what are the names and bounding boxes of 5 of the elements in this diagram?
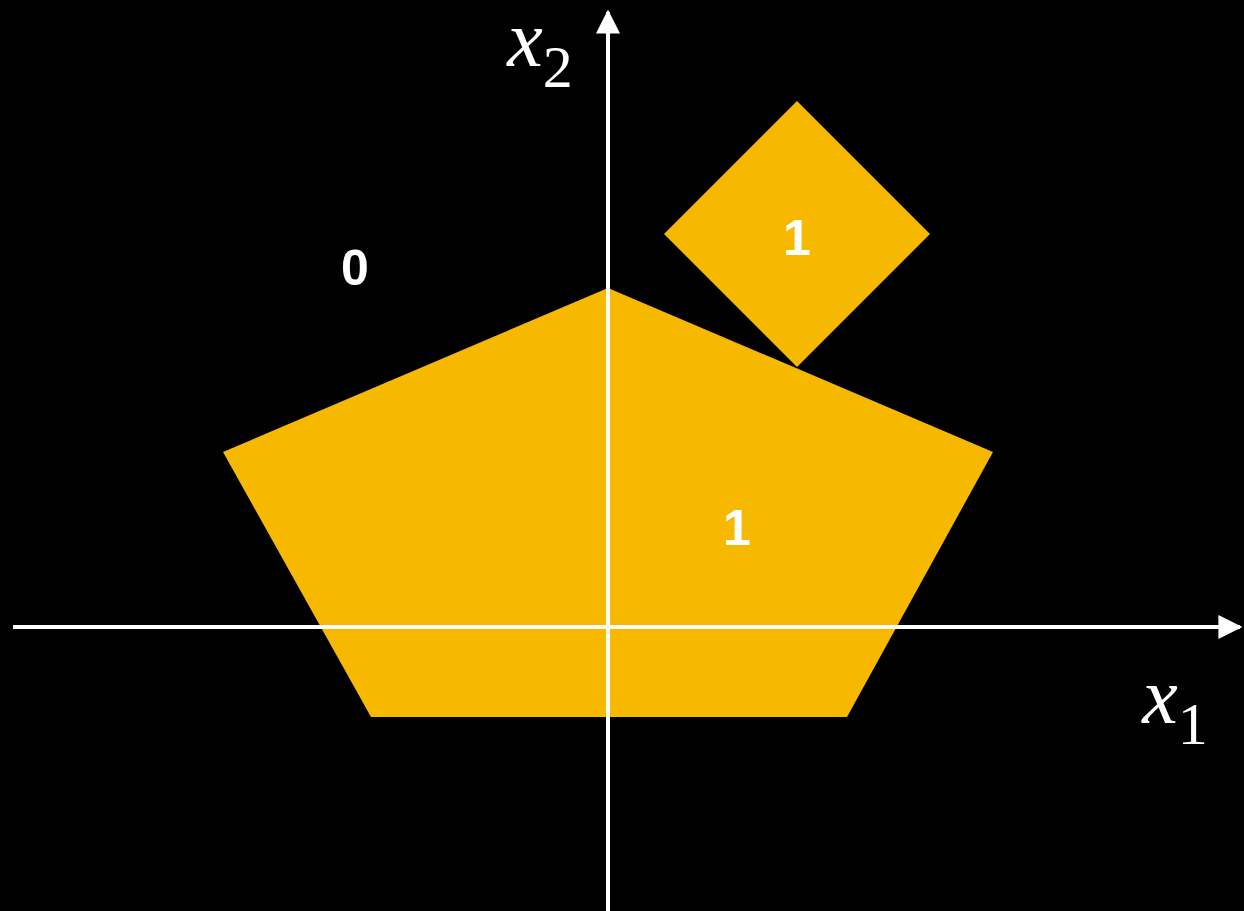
- region-label: 0: [341, 239, 369, 297]
- region-label: 1: [723, 503, 751, 553]
- axis-label: x$_{1}$: [1142, 651, 1208, 759]
- region-label: 1: [783, 213, 811, 263]
- axis-label: x$_{2}$: [507, 0, 573, 102]
